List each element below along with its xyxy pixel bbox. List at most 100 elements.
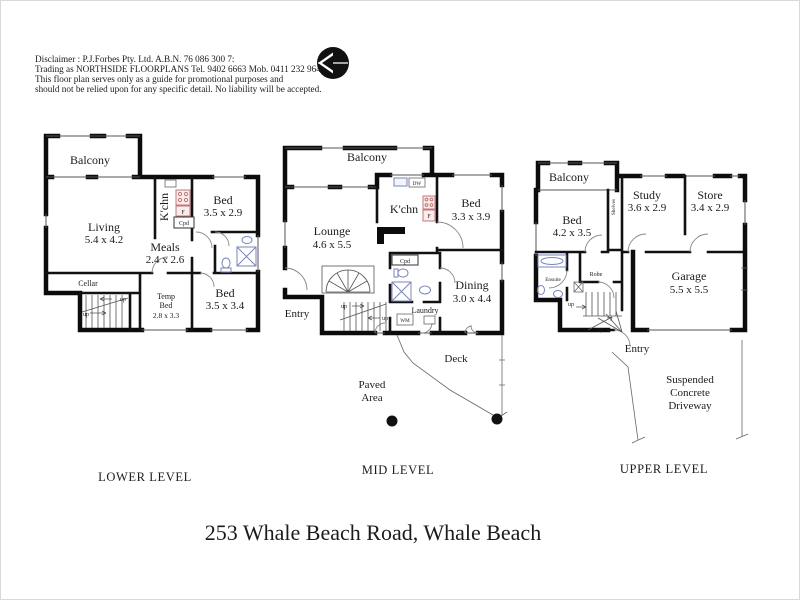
paved-area-label-1: Paved <box>359 379 386 391</box>
mid-bed-dims: 3.3 x 3.9 <box>452 211 491 223</box>
cupboard-label: Cpd <box>179 221 189 227</box>
stove-icon <box>422 195 436 210</box>
study-label: Study <box>633 188 661 202</box>
upper-entry-label: Entry <box>625 343 650 355</box>
lower-bed1-label: Bed <box>213 193 232 207</box>
mid-kitchen-label: K'chn <box>390 202 418 216</box>
mid-lounge-label: Lounge <box>314 224 351 238</box>
fridge-label: F <box>181 210 185 216</box>
lower-stairs-up-label-2: up <box>83 312 89 318</box>
lower-level-title: LOWER LEVEL <box>98 470 192 484</box>
mid-balcony-label: Balcony <box>347 150 387 164</box>
lower-tempbed-label-2: Bed <box>160 301 173 310</box>
disclaimer-line-2: Trading as NORTHSIDE FLOORPLANS Tel. 940… <box>35 64 321 74</box>
kitchen-sink-icon <box>393 177 408 187</box>
upper-balcony-label: Balcony <box>549 170 589 184</box>
driveway-label-3: Driveway <box>668 400 712 412</box>
mid-stairs-up-label-2: up <box>382 316 388 322</box>
fridge-label: F <box>427 214 431 220</box>
store-dims: 3.4 x 2.9 <box>691 202 730 214</box>
mid-dining-label: Dining <box>455 278 488 292</box>
shower-icon <box>236 246 257 267</box>
garage-label: Garage <box>672 269 707 283</box>
kitchen-bench-icon <box>377 227 405 234</box>
upper-bed-dims: 4.2 x 3.5 <box>553 227 592 239</box>
lower-bathroom-fixtures <box>220 236 257 273</box>
mid-fan-stairs <box>321 265 375 294</box>
bathtub-icon <box>537 254 567 268</box>
kitchen-bench-return-icon <box>377 227 384 244</box>
lower-living-dims: 5.4 x 4.2 <box>85 234 124 246</box>
mid-laundry-label: Laundry <box>411 306 438 315</box>
driveway-label-1: Suspended <box>666 374 714 386</box>
shower-icon <box>391 281 412 302</box>
address-title: 253 Whale Beach Road, Whale Beach <box>205 520 541 545</box>
deck-outline <box>386 334 508 427</box>
driveway-outline <box>611 340 749 444</box>
mid-dining-dims: 3.0 x 4.4 <box>453 293 492 305</box>
stove-icon <box>175 189 191 206</box>
store-label: Store <box>697 188 722 202</box>
basin-icon <box>419 285 431 295</box>
mid-bath-laundry-fixtures: Cpd WM <box>391 254 436 326</box>
upper-stairs: up up <box>568 292 623 333</box>
cupboard-icon <box>391 254 419 266</box>
washing-machine-label: WM <box>400 318 410 324</box>
lower-stairs-up-label-1: up <box>120 297 126 303</box>
disclaimer-line-4: should not be relied upon for any specif… <box>35 84 322 94</box>
study-dims: 3.6 x 2.9 <box>628 202 667 214</box>
cupboard-label: Cpd <box>400 259 410 265</box>
lower-interior-walls <box>44 175 260 332</box>
tub-icon <box>423 315 436 325</box>
lower-kitchen-fixtures: F Cpd <box>164 179 195 229</box>
mid-door-arcs <box>284 221 479 334</box>
microwave-icon <box>164 179 177 188</box>
linen-icon <box>573 281 584 293</box>
fridge-icon <box>175 205 191 217</box>
garage-window-ticks <box>741 267 748 291</box>
lower-bed1-dims: 3.5 x 2.9 <box>204 207 243 219</box>
mid-entry-label: Entry <box>285 308 310 320</box>
lower-living-label: Living <box>88 220 120 234</box>
lower-tempbed-label-1: Temp <box>157 292 175 301</box>
lower-bed2-dims: 3.5 x 3.4 <box>206 300 245 312</box>
lower-level-plan: up up F Cpd Balcony Living 5.4 x 4. <box>43 133 261 484</box>
upper-bed-label: Bed <box>562 213 581 227</box>
mid-stairs: up up <box>339 302 388 331</box>
lower-windows <box>45 135 259 331</box>
garage-dims: 5.5 x 5.5 <box>670 284 709 296</box>
shelves-label: Shelves <box>611 199 617 215</box>
upper-windows <box>535 162 746 331</box>
lower-meals-dims: 2.4 x 2.6 <box>146 254 185 266</box>
deck-post-icon <box>491 413 503 425</box>
lower-kitchen-label: K'chn <box>157 193 171 221</box>
mid-interior-walls <box>375 173 504 335</box>
upper-stairs-up-label-2: up <box>597 327 603 333</box>
sink-icon <box>553 290 563 298</box>
disclaimer-line-1: Disclaimer : P.J.Forbes Pty. Ltd. A.B.N.… <box>35 54 235 64</box>
upper-stairs-up-label-1: up <box>568 302 574 308</box>
fridge-icon <box>422 209 436 222</box>
dishwasher-label: DW <box>413 181 422 187</box>
cupboard-icon <box>173 216 195 229</box>
mid-stairs-up-label-1: up <box>341 304 347 310</box>
deck-post-icon <box>386 415 398 427</box>
washing-machine-icon <box>396 313 414 326</box>
mid-lounge-dims: 4.6 x 5.5 <box>313 239 352 251</box>
north-arrow-icon <box>317 47 349 79</box>
ensuite-fixtures <box>537 254 584 298</box>
mid-level-plan: up up DW F Cpd WM <box>282 145 508 477</box>
robe-label: Robe <box>590 272 603 278</box>
dishwasher-icon <box>408 177 426 188</box>
lower-balcony-label: Balcony <box>70 153 110 167</box>
upper-level-plan: up up Balcony Bed 4.2 x 3.5 Shelves Stud… <box>533 160 749 476</box>
mid-kitchen-fixtures: DW F <box>393 177 436 222</box>
lower-meals-label: Meals <box>150 240 180 254</box>
sink-icon <box>241 236 253 244</box>
upper-level-title: UPPER LEVEL <box>620 462 708 476</box>
paved-area-label-2: Area <box>361 392 382 404</box>
lower-cellar-label: Cellar <box>78 279 98 288</box>
